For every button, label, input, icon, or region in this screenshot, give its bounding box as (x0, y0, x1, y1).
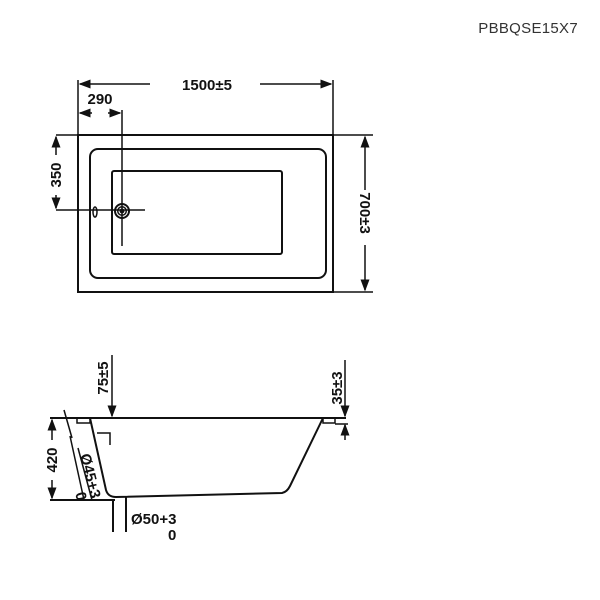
rim-left-dimension: 75±5 (95, 361, 112, 394)
height-dimension: 420 (44, 447, 61, 472)
overflow-icon (92, 206, 98, 218)
width-dimension: 700±3 (356, 192, 373, 234)
length-dimension: 1500±5 (182, 77, 232, 94)
drain-dimension: Ø50+3 (131, 511, 176, 528)
rim-right-dimension: 35±3 (329, 371, 346, 404)
model-code: PBBQSE15X7 (478, 20, 578, 37)
drain-tolerance: 0 (168, 527, 176, 544)
top-view: 1500±5 290 350 700±3 (48, 77, 373, 293)
tub-inner-rim (89, 148, 327, 279)
drain-offset-y-dimension: 350 (48, 162, 65, 187)
overflow-tolerance: 0 (71, 490, 90, 502)
tub-basin (111, 170, 283, 255)
drain-offset-x-dimension: 290 (87, 91, 112, 108)
tub-profile (89, 417, 324, 499)
side-view: 420 75±5 35±3 Ø45+3 0 Ø50+3 0 (44, 355, 350, 544)
